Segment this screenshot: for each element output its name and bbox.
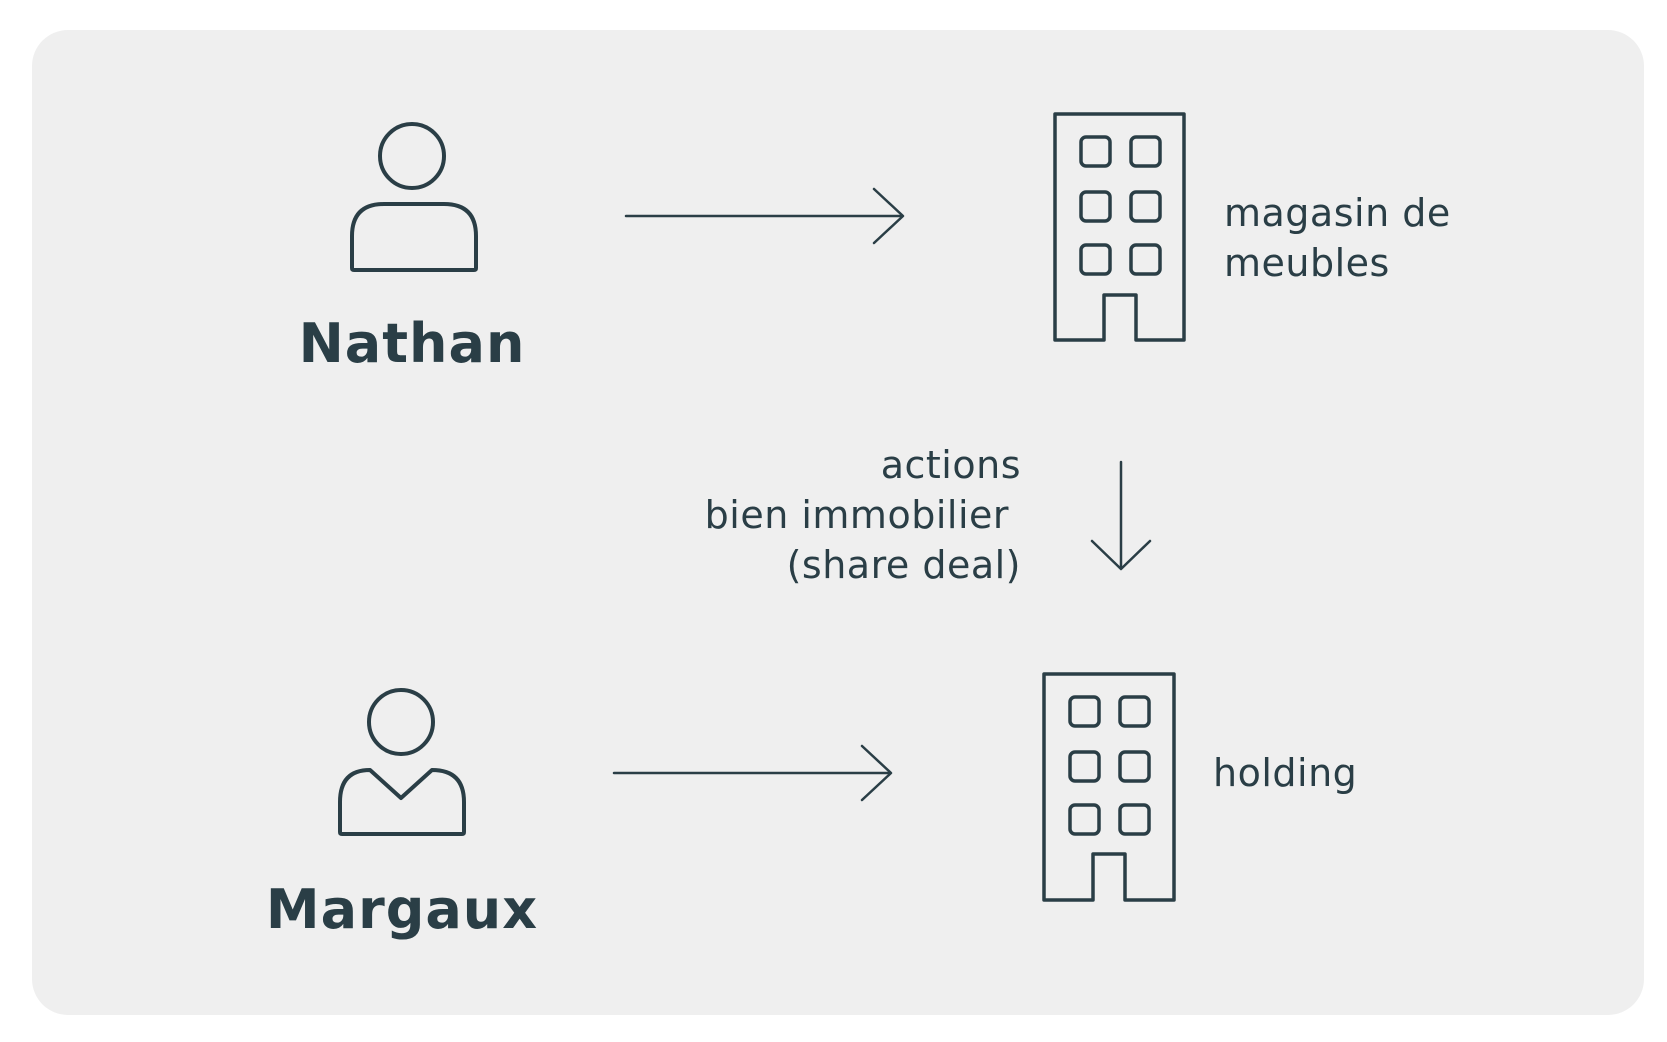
edge-label-store-to-holding: actions bien immobilier (share deal): [705, 440, 1021, 590]
furniture-store-building-icon: [1053, 112, 1186, 342]
node-label-holding: holding: [1213, 751, 1358, 795]
edge-label-line-2: bien immobilier: [704, 493, 1009, 537]
node-label-nathan: Nathan: [298, 312, 526, 375]
furniture-store-label-line-1: magasin de: [1224, 191, 1451, 235]
node-label-furniture-store: magasin de meubles: [1224, 188, 1451, 288]
edge-store-to-holding: [1090, 460, 1152, 571]
diagram-panel: [32, 30, 1644, 1015]
margaux-person-with-collar-icon: [338, 688, 466, 836]
edge-nathan-to-store: [624, 187, 905, 245]
furniture-store-label-line-2: meubles: [1224, 241, 1390, 285]
node-label-margaux: Margaux: [265, 878, 539, 941]
edge-label-line-1: actions: [880, 443, 1021, 487]
nathan-person-icon: [350, 122, 478, 272]
edge-margaux-to-holding: [612, 744, 893, 802]
holding-building-icon: [1042, 672, 1176, 902]
edge-label-line-3: (share deal): [786, 543, 1021, 587]
